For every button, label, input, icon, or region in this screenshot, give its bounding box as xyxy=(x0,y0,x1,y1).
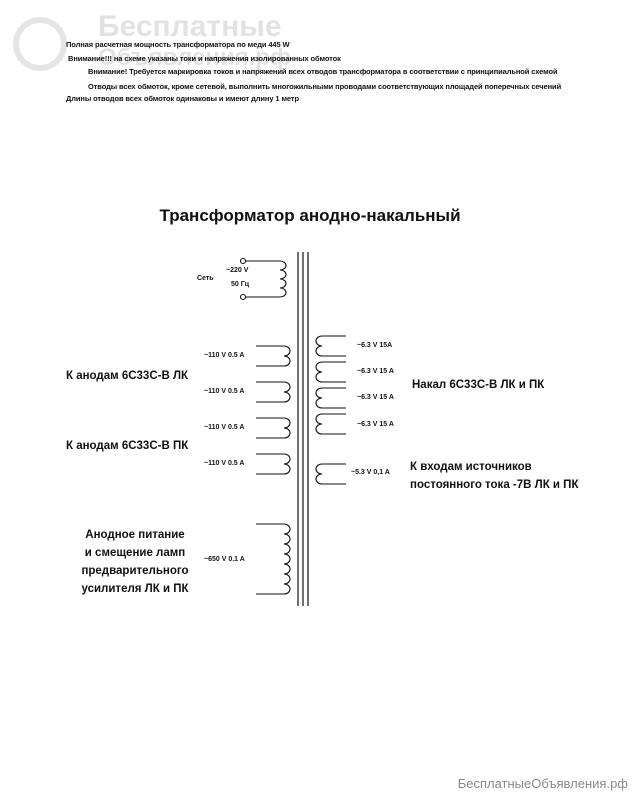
note-lead-length: Длины отводов всех обмоток одинаковы и и… xyxy=(66,94,299,103)
left-winding-2-label: ~110 V 0.5 A xyxy=(204,388,245,395)
right-winding-3-label: ~6.3 V 15 A xyxy=(357,394,394,401)
primary-voltage-label: ~220 V xyxy=(226,267,249,274)
footer-watermark: БесплатныеОбъявления.рф xyxy=(457,776,628,791)
group-anode-supply-line1: Анодное питание xyxy=(85,529,185,541)
right-winding-4-label: ~6.3 V 15 A xyxy=(357,421,394,428)
group-anode-supply-line3: предварительного xyxy=(81,565,189,577)
group-anode-supply: Анодное питание и смещение ламп предвари… xyxy=(70,526,200,598)
note-leads: Отводы всех обмоток, кроме сетевой, выпо… xyxy=(88,82,562,91)
left-winding-4 xyxy=(256,453,291,475)
right-winding-4 xyxy=(315,413,346,435)
right-winding-3 xyxy=(315,387,346,409)
right-winding-1 xyxy=(315,335,346,357)
right-winding-5 xyxy=(315,463,346,485)
primary-name-label: Сеть xyxy=(197,275,214,282)
right-winding-1-label: ~6.3 V 15A xyxy=(357,342,393,349)
group-heater: Накал 6С33С-В ЛК и ПК xyxy=(412,379,545,391)
group-anode-supply-line4: усилителя ЛК и ПК xyxy=(81,583,189,595)
group-anodes-pk: К анодам 6С33С-В ПК xyxy=(66,440,189,452)
group-anodes-lk: К анодам 6С33С-В ЛК xyxy=(66,370,189,382)
primary-frequency-label: 50 Гц xyxy=(231,281,250,288)
left-winding-5 xyxy=(256,523,291,595)
note-warning-isolated: Внимание!!! на схеме указаны токи и напр… xyxy=(68,54,341,63)
watermark-logo: Бесплатные Объявления.рф xyxy=(10,6,370,86)
right-winding-2 xyxy=(315,361,346,383)
watermark-line2: Объявления.рф xyxy=(98,44,291,71)
left-winding-3 xyxy=(256,417,291,439)
watermark-line1: Бесплатные xyxy=(98,10,282,43)
left-winding-5-label: ~650 V 0.1 A xyxy=(204,556,245,563)
watermark-logo-icon xyxy=(13,17,67,71)
note-marking: Внимание! Требуется маркировка токов и н… xyxy=(88,67,558,76)
group-rectifier-line2: постоянного тока -7В ЛК и ПК xyxy=(410,479,579,491)
left-winding-4-label: ~110 V 0.5 A xyxy=(204,460,245,467)
right-winding-2-label: ~6.3 V 15 A xyxy=(357,368,394,375)
primary-winding xyxy=(239,257,287,301)
note-power: Полная расчетная мощность трансформатора… xyxy=(66,40,290,49)
left-winding-1-label: ~110 V 0.5 A xyxy=(204,352,245,359)
transformer-core xyxy=(297,252,309,606)
group-anode-supply-line2: и смещение ламп xyxy=(84,547,186,559)
left-winding-3-label: ~110 V 0.5 A xyxy=(204,424,245,431)
left-winding-1 xyxy=(256,345,291,367)
left-winding-2 xyxy=(256,381,291,403)
group-rectifier: К входам источников постоянного тока -7В… xyxy=(410,458,578,494)
right-winding-5-label: ~5.3 V 0,1 A xyxy=(351,469,390,476)
diagram-title: Трансформатор анодно-накальный xyxy=(159,206,461,225)
group-rectifier-line1: К входам источников xyxy=(410,461,532,473)
